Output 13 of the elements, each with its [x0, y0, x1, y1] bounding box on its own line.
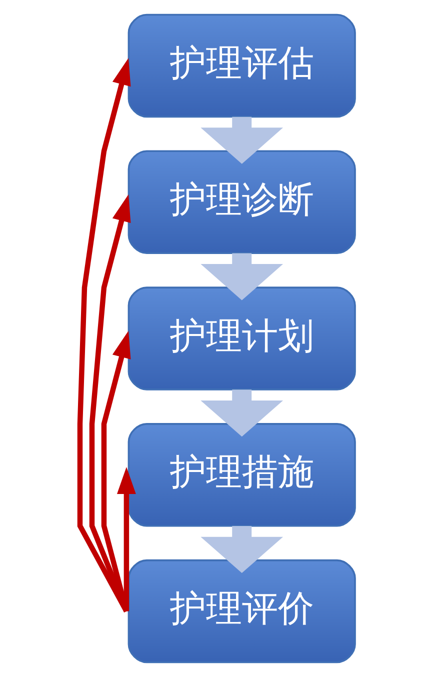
- node-box: 护理评价: [128, 559, 356, 664]
- node-box: 护理措施: [128, 423, 356, 527]
- arrow: [200, 116, 284, 164]
- node-box: 护理评估: [128, 14, 356, 118]
- arrow: [77, 58, 131, 613]
- arrow: [200, 526, 284, 574]
- arrow: [89, 194, 131, 612]
- arrow: [116, 466, 136, 612]
- arrow: [101, 330, 131, 612]
- arrow: [200, 253, 284, 300]
- arrow: [200, 390, 284, 437]
- node-box: 护理诊断: [128, 150, 356, 254]
- node-box: 护理计划: [128, 286, 356, 390]
